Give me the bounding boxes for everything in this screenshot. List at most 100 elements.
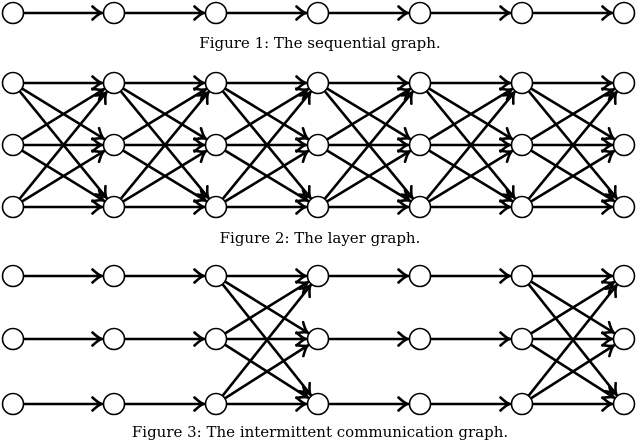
arrowhead-icon bbox=[397, 268, 410, 284]
arrowhead-icon bbox=[295, 199, 308, 215]
arrowhead-icon bbox=[298, 283, 313, 299]
graph-node-r1-c0 bbox=[1, 133, 25, 157]
graph-node-r0-c4 bbox=[408, 264, 432, 288]
edge-c5-r2-to-r1 bbox=[530, 344, 614, 400]
graph-node-r2-c4 bbox=[408, 195, 432, 219]
arrowhead-icon bbox=[502, 90, 516, 106]
graph-node-r2-c2 bbox=[204, 195, 228, 219]
arrowhead-icon bbox=[397, 5, 410, 21]
edge-c2-r2-to-r1 bbox=[224, 344, 308, 400]
edge-c4-r1-to-r0 bbox=[428, 88, 512, 141]
arrowhead-icon bbox=[600, 188, 616, 203]
edge-c2-r1-to-r0 bbox=[224, 88, 308, 141]
arrowhead-icon bbox=[295, 75, 308, 91]
layer-graph-nodes bbox=[1, 71, 636, 219]
arrowhead-icon bbox=[193, 396, 206, 412]
edge-c2-r2-to-r0 bbox=[221, 92, 311, 200]
arrowhead-icon bbox=[94, 90, 109, 106]
arrowhead-icon bbox=[600, 320, 616, 335]
graph-node-r0-c2 bbox=[204, 264, 228, 288]
graph-node-r1-c4 bbox=[408, 133, 432, 157]
graph-node-r0-c4 bbox=[408, 1, 432, 25]
graph-node-r0-c6 bbox=[612, 71, 636, 95]
figure-1-caption: Figure 1: The sequential graph. bbox=[199, 34, 440, 52]
graph-node-r2-c1 bbox=[102, 392, 126, 416]
arrowhead-icon bbox=[397, 331, 410, 347]
graph-node-r2-c5 bbox=[510, 195, 534, 219]
layer-graph-edges bbox=[18, 75, 618, 215]
graph-node-r2-c0 bbox=[1, 195, 25, 219]
graph-node-r0-c0 bbox=[1, 1, 25, 25]
edge-c1-r1-to-r0 bbox=[122, 88, 206, 141]
graph-node-r2-c0 bbox=[1, 392, 25, 416]
figure-2-caption: Figure 2: The layer graph. bbox=[220, 229, 421, 247]
arrowhead-icon bbox=[298, 90, 312, 106]
arrowhead-icon bbox=[604, 283, 619, 299]
graph-node-r0-c5 bbox=[510, 71, 534, 95]
graph-node-r0-c0 bbox=[1, 71, 25, 95]
arrowhead-icon bbox=[295, 343, 310, 358]
edge-c3-r1-to-r0 bbox=[326, 88, 410, 141]
arrowhead-icon bbox=[193, 268, 206, 284]
edge-c5-r1-to-r0 bbox=[530, 88, 614, 141]
graph-node-r0-c6 bbox=[612, 264, 636, 288]
arrowhead-icon bbox=[193, 137, 206, 153]
arrowhead-icon bbox=[91, 268, 104, 284]
graph-node-r1-c1 bbox=[102, 133, 126, 157]
sequential-graph-edges bbox=[23, 5, 614, 21]
edge-c1-r2-to-r0 bbox=[119, 92, 209, 200]
arrowhead-icon bbox=[90, 126, 106, 141]
arrowhead-icon bbox=[601, 396, 614, 412]
graph-node-r2-c4 bbox=[408, 392, 432, 416]
arrowhead-icon bbox=[193, 75, 206, 91]
figure-layer-graph: Figure 2: The layer graph. bbox=[1, 71, 636, 247]
edge-c5-r2-to-r0 bbox=[527, 285, 617, 397]
arrowhead-icon bbox=[601, 199, 614, 215]
arrowhead-icon bbox=[396, 126, 412, 141]
arrowhead-icon bbox=[400, 90, 414, 106]
arrowhead-icon bbox=[499, 331, 512, 347]
arrowhead-icon bbox=[294, 126, 310, 141]
arrowhead-icon bbox=[499, 5, 512, 21]
sequential-graph-nodes bbox=[1, 1, 636, 25]
edge-c3-r2-to-r0 bbox=[323, 92, 413, 200]
edge-c5-r2-to-r0 bbox=[527, 92, 617, 200]
graph-node-r1-c3 bbox=[306, 133, 330, 157]
arrowhead-icon bbox=[397, 75, 410, 91]
arrowhead-icon bbox=[192, 149, 208, 164]
figure-sequential-graph: Figure 1: The sequential graph. bbox=[1, 1, 636, 52]
graph-node-r0-c3 bbox=[306, 264, 330, 288]
arrowhead-icon bbox=[91, 199, 104, 215]
arrowhead-icon bbox=[499, 268, 512, 284]
graph-node-r2-c1 bbox=[102, 195, 126, 219]
arrowhead-icon bbox=[193, 199, 206, 215]
arrowhead-icon bbox=[192, 126, 208, 141]
arrowhead-icon bbox=[193, 5, 206, 21]
intermittent-graph-nodes bbox=[1, 264, 636, 416]
arrowhead-icon bbox=[499, 137, 512, 153]
arrowhead-icon bbox=[396, 188, 412, 203]
graph-node-r0-c5 bbox=[510, 264, 534, 288]
arrowhead-icon bbox=[499, 396, 512, 412]
graph-node-r0-c1 bbox=[102, 264, 126, 288]
arrowhead-icon bbox=[91, 331, 104, 347]
graph-node-r1-c1 bbox=[102, 327, 126, 351]
arrowhead-icon bbox=[498, 126, 514, 141]
graph-node-r2-c6 bbox=[612, 195, 636, 219]
edge-c0-r1-to-r0 bbox=[21, 88, 104, 141]
arrowhead-icon bbox=[604, 90, 618, 106]
arrowhead-icon bbox=[601, 331, 614, 347]
edge-c1-r2-to-r1 bbox=[122, 150, 206, 203]
edge-c2-r2-to-r0 bbox=[221, 285, 311, 397]
arrowhead-icon bbox=[294, 320, 310, 335]
arrowhead-icon bbox=[90, 149, 106, 164]
edge-c2-r1-to-r0 bbox=[224, 281, 308, 335]
figure-intermittent-communication-graph: Figure 3: The intermittent communication… bbox=[1, 264, 636, 441]
graph-node-r0-c1 bbox=[102, 71, 126, 95]
graph-node-r1-c5 bbox=[510, 327, 534, 351]
arrowhead-icon bbox=[90, 188, 106, 203]
graph-node-r1-c4 bbox=[408, 327, 432, 351]
graph-node-r2-c3 bbox=[306, 195, 330, 219]
graph-node-r1-c2 bbox=[204, 327, 228, 351]
